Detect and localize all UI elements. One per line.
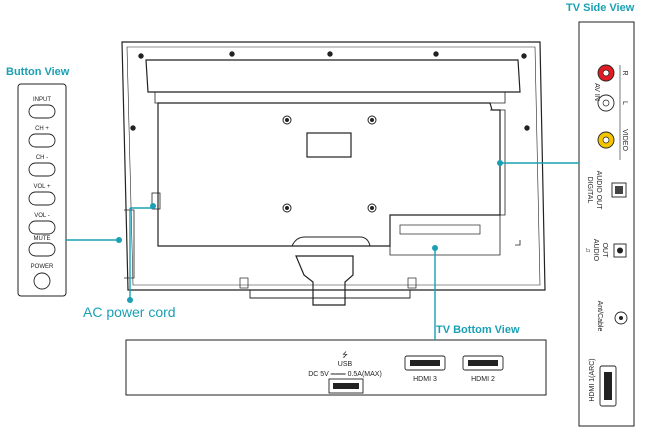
tv-back-panel <box>121 41 546 306</box>
tv-side-view-title: TV Side View <box>566 2 635 14</box>
button-label-power: POWER <box>31 264 54 270</box>
usb-icon: ⭍ <box>342 351 348 359</box>
side-panel <box>578 21 635 427</box>
hdmi1-group: HDMI 1(ARC) <box>589 358 617 407</box>
button-label-ch-down: CH - <box>36 155 48 161</box>
button-label-mute: MUTE <box>34 236 51 242</box>
mute-button[interactable] <box>28 242 56 257</box>
hdmi2-group: HDMI 2 <box>462 355 504 383</box>
av-in-group: AV IN R L VIDEO <box>593 64 628 160</box>
headphone-icon: ♫ <box>584 247 591 252</box>
button-view-title: Button View <box>6 66 70 78</box>
tv-bottom-view-title: TV Bottom View <box>436 324 520 336</box>
connector-dots <box>116 160 503 303</box>
headphone-audio-group: ♫ AUDIO OUT <box>584 239 627 262</box>
audio-out-label: AUDIO OUT <box>595 171 602 211</box>
connector-lines <box>66 162 579 340</box>
hdmi1-arc-label: HDMI 1(ARC) <box>589 358 596 401</box>
ac-power-cord-label: AC power cord <box>83 304 176 320</box>
av-l-label: L <box>621 101 628 105</box>
usb-group: ⭍ USB DC 5V ═══ 0.5A(MAX) <box>308 351 382 394</box>
button-label-vol-down: VOL - <box>34 213 49 219</box>
vesa-screw-holes <box>130 51 530 213</box>
ant-cable-label: Ant/Cable <box>596 301 603 332</box>
power-button[interactable] <box>33 272 51 290</box>
hdmi2-label: HDMI 2 <box>471 376 495 383</box>
ant-cable-group: Ant/Cable <box>596 301 628 332</box>
button-label-ch-up: CH + <box>35 126 49 132</box>
usb-rating-label: DC 5V ═══ 0.5A(MAX) <box>308 371 382 378</box>
volume-up-button[interactable] <box>28 191 56 206</box>
input-button[interactable] <box>28 104 56 119</box>
av-in-label: AV IN <box>593 83 600 101</box>
hdmi3-group: HDMI 3 <box>404 355 446 383</box>
button-label-input: INPUT <box>33 97 51 103</box>
button-panel <box>17 83 67 297</box>
digital-label: DIGITAL <box>586 177 593 204</box>
hdmi3-label: HDMI 3 <box>413 376 437 383</box>
channel-down-button[interactable] <box>28 162 56 177</box>
audio-label: AUDIO <box>592 239 599 262</box>
bottom-panel <box>125 339 547 396</box>
volume-down-button[interactable] <box>28 220 56 235</box>
audio-out-label-2: OUT <box>601 243 608 259</box>
digital-audio-group: DIGITAL AUDIO OUT <box>586 171 627 211</box>
usb-label: USB <box>338 361 353 368</box>
av-r-label: R <box>621 70 628 75</box>
channel-up-button[interactable] <box>28 133 56 148</box>
button-label-vol-up: VOL + <box>34 184 51 190</box>
av-video-label: VIDEO <box>621 129 628 151</box>
button-list: INPUT CH + CH - VOL + VOL - MUTE POWER <box>28 97 56 290</box>
